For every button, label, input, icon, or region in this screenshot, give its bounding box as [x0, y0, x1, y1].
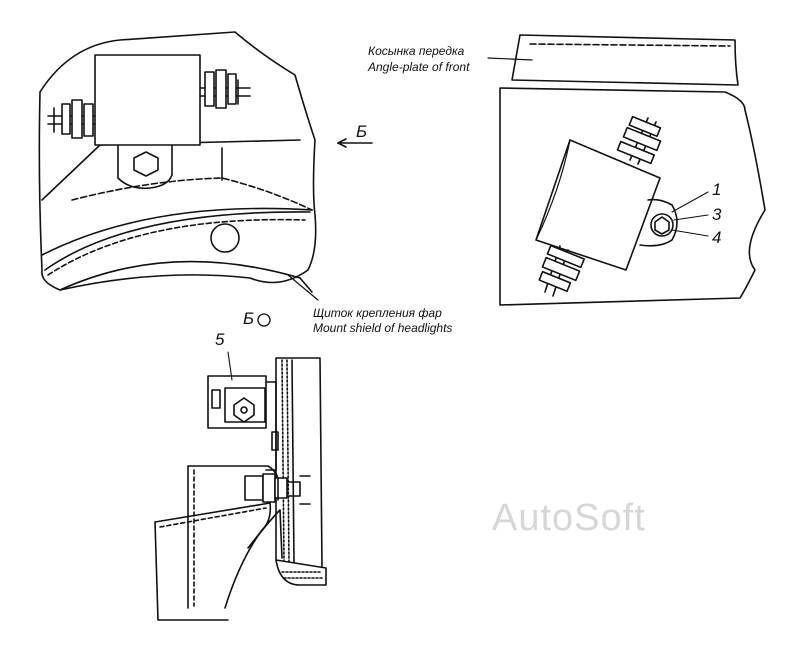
- callout-4: 4: [712, 228, 722, 247]
- relay-block: [94, 54, 201, 146]
- view-b-label: Б: [356, 122, 368, 141]
- panel-fold-line: [41, 139, 301, 201]
- lower-shield: [154, 465, 283, 621]
- callout-leader-4: [671, 229, 709, 237]
- mount-nut-icon: [133, 151, 159, 177]
- angle-plate-label-ru: Косынка передка: [368, 44, 465, 58]
- shield-edge-dashed: [71, 177, 313, 211]
- upper-stud: [616, 115, 662, 165]
- right-stud: [199, 69, 251, 109]
- relay-bracket: [639, 198, 678, 247]
- angle-plate-label-en: Angle-plate of front: [368, 60, 470, 74]
- top-right-view: [487, 34, 766, 306]
- bottom-view: [154, 351, 327, 621]
- view-marker-icon: [257, 313, 271, 327]
- bracket-bolt-icon: [650, 213, 674, 237]
- callout-5: 5: [215, 330, 225, 349]
- shield-leader: [287, 274, 319, 301]
- callout-3: 3: [712, 205, 722, 224]
- shield-label-en: Mount shield of headlights: [313, 321, 453, 335]
- shield-curve: [44, 211, 311, 271]
- panel-section: [275, 357, 327, 586]
- callout-leader-3: [673, 214, 709, 221]
- view-b-rotated-label: Б: [243, 309, 255, 328]
- angle-plate: [511, 34, 739, 86]
- angle-plate-leader: [487, 57, 533, 61]
- panel-outline: [38, 31, 317, 291]
- view-arrow-icon: [337, 138, 373, 148]
- shield-hole: [210, 223, 240, 253]
- relay-nut-icon: [233, 397, 255, 423]
- shield-label-ru: Щиток крепления фар: [313, 306, 442, 320]
- callout-1: 1: [712, 180, 722, 199]
- left-stud: [47, 99, 96, 139]
- callout-leader-5: [227, 351, 233, 381]
- panel-bolt: [244, 473, 311, 505]
- top-left-view: [38, 31, 373, 327]
- side-panel: [499, 87, 766, 306]
- relay-section: [207, 375, 279, 471]
- relay-body: [535, 139, 661, 271]
- mount-bracket: [117, 141, 173, 190]
- callout-leader-1: [671, 191, 709, 213]
- watermark: AutoSoft: [492, 497, 646, 539]
- lower-stud: [538, 244, 585, 297]
